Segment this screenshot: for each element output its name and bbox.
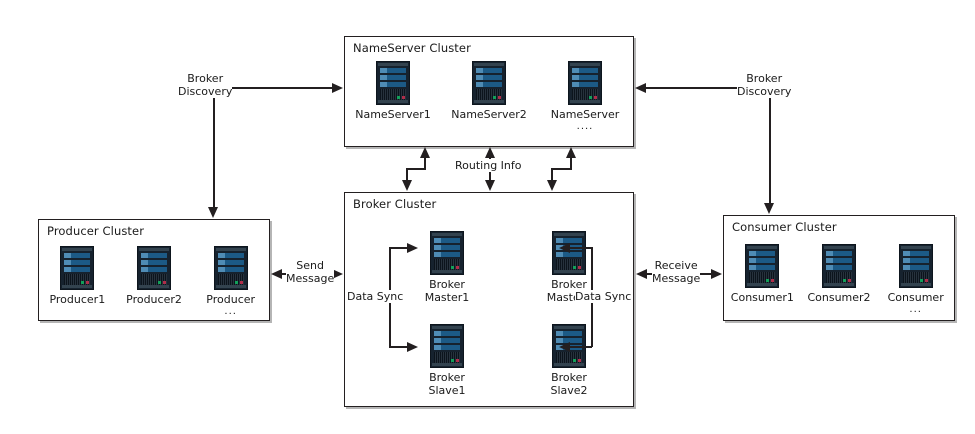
broker-discovery-right-vline <box>769 87 771 204</box>
broker-discovery-left-arrow-to-producer <box>208 207 219 218</box>
broker-discovery-right-arrow-to-consumer <box>764 203 775 214</box>
node-consumer1: Consumer1 <box>724 244 801 305</box>
node-nameserver-more: NameServer .... <box>546 61 624 132</box>
server-icon <box>745 244 780 288</box>
routing-info-left-vline-right <box>424 157 426 169</box>
node-broker-slave1: Broker Slave1 <box>408 324 486 397</box>
node-label: NameServer1 <box>355 108 431 121</box>
cluster-broker: Broker Cluster Broker Master1 <box>344 192 634 407</box>
routing-info-right-hline <box>551 168 572 170</box>
routing-info-right-arrow-up <box>566 147 577 158</box>
server-icon <box>430 231 464 275</box>
node-producer-more: Producer ... <box>192 246 269 317</box>
routing-info-left-hline <box>406 168 426 170</box>
node-nameserver2: NameServer2 <box>450 61 528 122</box>
receive-message-arrow-to-consumer <box>711 268 722 279</box>
node-label: Producer1 <box>49 293 106 306</box>
receive-message-arrow-to-broker <box>636 268 647 279</box>
routing-info-mid-arrow-up <box>485 147 496 158</box>
broker-discovery-left-arrow-to-nameserver <box>332 82 343 93</box>
edge-label-routing-info: Routing Info <box>455 159 522 173</box>
data-sync-right-arrow-master <box>559 242 570 253</box>
node-label: Broker Slave1 <box>428 371 466 397</box>
node-nameserver1: NameServer1 <box>354 61 432 122</box>
routing-info-right-vline-right <box>570 157 572 169</box>
cluster-nameserver: NameServer Cluster NameServer1 <box>344 36 634 147</box>
routing-info-mid-arrow-down <box>485 180 496 191</box>
server-icon <box>568 61 602 105</box>
server-icon <box>552 231 586 275</box>
routing-info-left-vline-left <box>406 168 408 181</box>
server-icon <box>822 244 856 288</box>
data-sync-left-arrow-master <box>407 242 418 253</box>
node-label: Producer ... <box>206 293 256 317</box>
node-broker-slave2: Broker Slave2 <box>530 324 608 397</box>
node-label: Consumer1 <box>730 291 794 304</box>
edge-label-data-sync-right: Data Sync <box>575 290 632 304</box>
edge-label-broker-discovery-right: Broker Discovery <box>737 72 792 99</box>
broker-discovery-right-hline <box>645 87 770 89</box>
server-icon <box>60 246 95 290</box>
cluster-title-nameserver: NameServer Cluster <box>353 41 471 55</box>
edge-label-data-sync-left: Data Sync <box>347 290 404 304</box>
broker-discovery-left-vline <box>213 87 215 208</box>
node-label: Consumer ... <box>887 291 944 315</box>
cluster-producer: Producer Cluster Producer1 <box>38 219 270 321</box>
node-consumer2: Consumer2 <box>801 244 878 305</box>
broker-discovery-right-arrow-to-nameserver <box>635 82 646 93</box>
routing-info-left-arrow-down <box>402 180 413 191</box>
send-message-arrow-to-broker <box>332 268 343 279</box>
data-sync-right-arrow-slave <box>559 341 570 352</box>
node-producer2: Producer2 <box>116 246 193 307</box>
server-icon <box>376 61 410 105</box>
server-icon <box>472 61 506 105</box>
routing-info-right-vline-left <box>551 168 553 181</box>
server-icon <box>213 246 248 290</box>
node-label: Broker Master1 <box>424 278 470 304</box>
node-consumer-more: Consumer ... <box>877 244 954 315</box>
server-icon <box>898 244 933 288</box>
broker-discovery-left-hline <box>213 87 333 89</box>
cluster-title-consumer: Consumer Cluster <box>732 220 837 234</box>
node-broker-master1: Broker Master1 <box>408 231 486 304</box>
cluster-title-broker: Broker Cluster <box>353 197 437 211</box>
data-sync-left-branch-master <box>389 247 411 249</box>
data-sync-left-arrow-slave <box>407 341 418 352</box>
send-message-arrow-to-producer <box>271 268 282 279</box>
server-icon <box>137 246 171 290</box>
data-sync-right-branch-master <box>569 247 592 249</box>
cluster-title-producer: Producer Cluster <box>47 224 145 238</box>
data-sync-left-branch-slave <box>389 346 411 348</box>
data-sync-right-branch-slave <box>569 346 592 348</box>
node-label: Consumer2 <box>807 291 871 304</box>
cluster-consumer: Consumer Cluster Consumer1 <box>723 215 955 321</box>
routing-info-left-arrow-up <box>420 147 431 158</box>
node-label: Broker Slave2 <box>550 371 588 397</box>
routing-info-right-arrow-down <box>547 180 558 191</box>
node-label: NameServer2 <box>451 108 527 121</box>
node-label: Producer2 <box>126 293 182 306</box>
edge-label-send-message: Send Message <box>286 259 335 286</box>
node-label: NameServer .... <box>550 108 620 132</box>
node-producer1: Producer1 <box>39 246 116 307</box>
edge-label-receive-message: Receive Message <box>652 259 701 286</box>
edge-label-broker-discovery-left: Broker Discovery <box>178 72 233 99</box>
server-icon <box>430 324 464 368</box>
